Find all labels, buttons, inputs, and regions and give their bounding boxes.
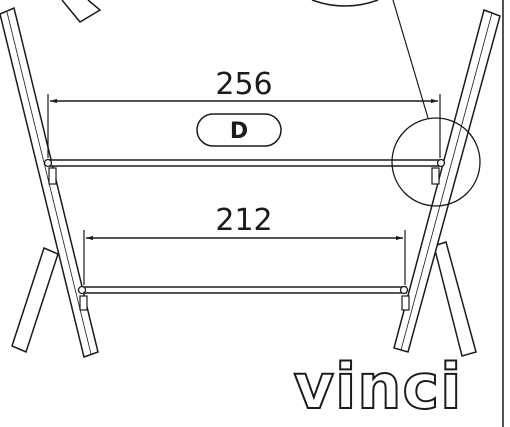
detail-circle — [391, 117, 481, 207]
upper-dimension — [47, 94, 441, 158]
left-rear-leg — [11, 246, 59, 354]
callout-badge-letter: D — [230, 119, 248, 144]
callout-badge — [196, 113, 282, 147]
lower-dimension-label: 212 — [215, 203, 272, 238]
upper-crossbar — [43, 158, 446, 168]
upper-dimension-label: 256 — [215, 67, 272, 102]
lower-dimension — [83, 230, 406, 285]
partial-circle-top — [311, 0, 379, 7]
leg-brackets — [48, 167, 440, 311]
right-rear-leg — [433, 241, 477, 357]
brand-logo: vinci — [294, 350, 463, 423]
lower-crossbar — [77, 285, 409, 295]
leader-line — [392, 0, 429, 119]
right-main-leg — [393, 9, 501, 353]
partial-part-top-left — [61, 0, 102, 23]
